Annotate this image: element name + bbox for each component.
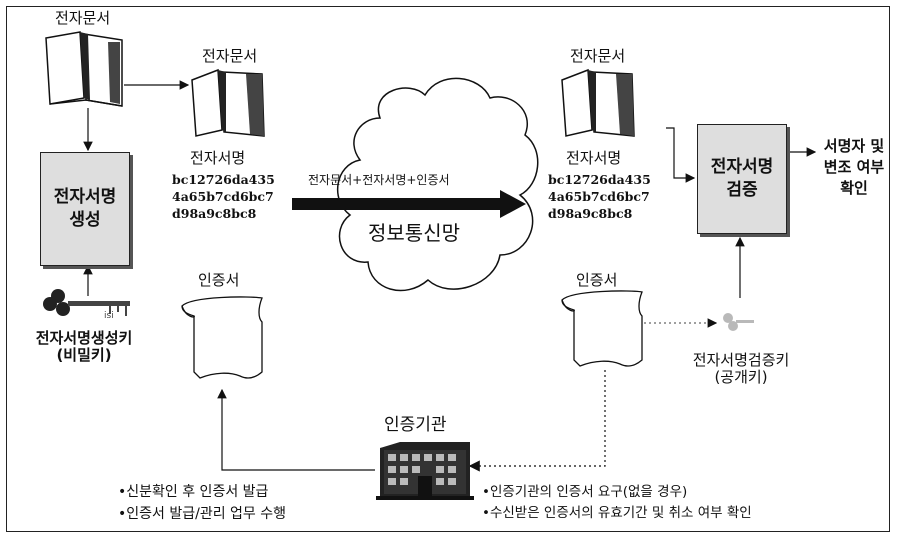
authority-to-cert-arrow bbox=[217, 388, 375, 471]
result-line3: 확인 bbox=[840, 179, 868, 197]
receiver-cert-label: 인증서 bbox=[576, 271, 618, 289]
private-key-line2: (비밀키) bbox=[56, 346, 112, 365]
authority-label: 인증기관 bbox=[384, 415, 447, 435]
sender-hash: bc12726da435 4a65b7cd6bc7 d98a9c8bc8 bbox=[172, 172, 275, 223]
transmission-label: 전자문서+전자서명+인증서 bbox=[308, 173, 450, 187]
receiver-doc-label: 전자문서 bbox=[570, 47, 626, 65]
sender-doc-label: 전자문서 bbox=[202, 47, 258, 65]
receiver-document-icon bbox=[561, 68, 635, 137]
cert-to-authority-dotted bbox=[468, 370, 606, 472]
connector-doc-to-verify bbox=[666, 127, 696, 183]
receiver-hash: bc12726da435 4a65b7cd6bc7 d98a9c8bc8 bbox=[548, 172, 651, 223]
sender-document-icon bbox=[191, 68, 265, 137]
gen-box-line1: 전자서명 bbox=[53, 187, 117, 208]
diagram-frame bbox=[6, 6, 890, 532]
left-document-icon bbox=[45, 31, 123, 107]
sender-sig-label: 전자서명 bbox=[190, 149, 246, 167]
authority-left-notes: •신분확인 후 인증서 발급 •인증서 발급/관리 업무 수행 bbox=[118, 482, 286, 525]
signature-verification-box: 전자서명 검증 bbox=[697, 124, 787, 234]
authority-note: •인증서 발급/관리 업무 수행 bbox=[118, 505, 287, 522]
verify-box-line2: 검증 bbox=[726, 180, 758, 200]
receiver-certificate-icon bbox=[561, 290, 643, 367]
authority-building-icon bbox=[376, 442, 474, 500]
authority-note: •수신받은 인증서의 유효기간 및 취소 여부 확인 bbox=[482, 504, 752, 521]
sender-certificate-icon bbox=[181, 296, 263, 379]
verification-result: 서명자 및 변조 여부 확인 bbox=[814, 136, 894, 199]
signature-generation-box: 전자서명 생성 bbox=[40, 152, 130, 266]
public-key-label: 전자서명검증키 (공개키) bbox=[666, 351, 816, 387]
authority-note: •인증기관의 인증서 요구(없을 경우) bbox=[482, 484, 688, 500]
public-key-line1: 전자서명검증키 bbox=[692, 351, 790, 369]
authority-right-notes: •인증기관의 인증서 요구(없을 경우) •수신받은 인증서의 유효기간 및 취… bbox=[482, 482, 752, 524]
receiver-hash-line: d98a9c8bc8 bbox=[548, 205, 633, 221]
private-key-label: 전자서명생성키 (비밀키) bbox=[14, 329, 154, 365]
public-key-line2: (공개키) bbox=[714, 368, 768, 387]
sender-hash-line: d98a9c8bc8 bbox=[172, 205, 257, 221]
transmission-arrow bbox=[292, 190, 526, 218]
network-label: 정보통신망 bbox=[368, 221, 460, 245]
sender-cert-label: 인증서 bbox=[198, 271, 240, 289]
verify-box-line1: 전자서명 bbox=[710, 157, 774, 178]
key-icon: isi bbox=[43, 289, 130, 321]
receiver-hash-line: bc12726da435 bbox=[548, 172, 651, 187]
private-key-line1: 전자서명생성키 bbox=[35, 329, 133, 347]
result-line2: 변조 여부 bbox=[823, 158, 885, 176]
sender-hash-line: bc12726da435 bbox=[172, 172, 275, 187]
sender-hash-line: 4a65b7cd6bc7 bbox=[172, 188, 274, 204]
receiver-hash-line: 4a65b7cd6bc7 bbox=[548, 188, 650, 204]
public-key-icon bbox=[723, 313, 754, 331]
gen-box-line2: 생성 bbox=[69, 210, 101, 230]
svg-text:isi: isi bbox=[104, 311, 114, 321]
authority-note: •신분확인 후 인증서 발급 bbox=[118, 484, 269, 500]
result-line1: 서명자 및 bbox=[823, 137, 885, 155]
left-doc-label: 전자문서 bbox=[55, 9, 111, 27]
receiver-sig-label: 전자서명 bbox=[566, 149, 622, 167]
